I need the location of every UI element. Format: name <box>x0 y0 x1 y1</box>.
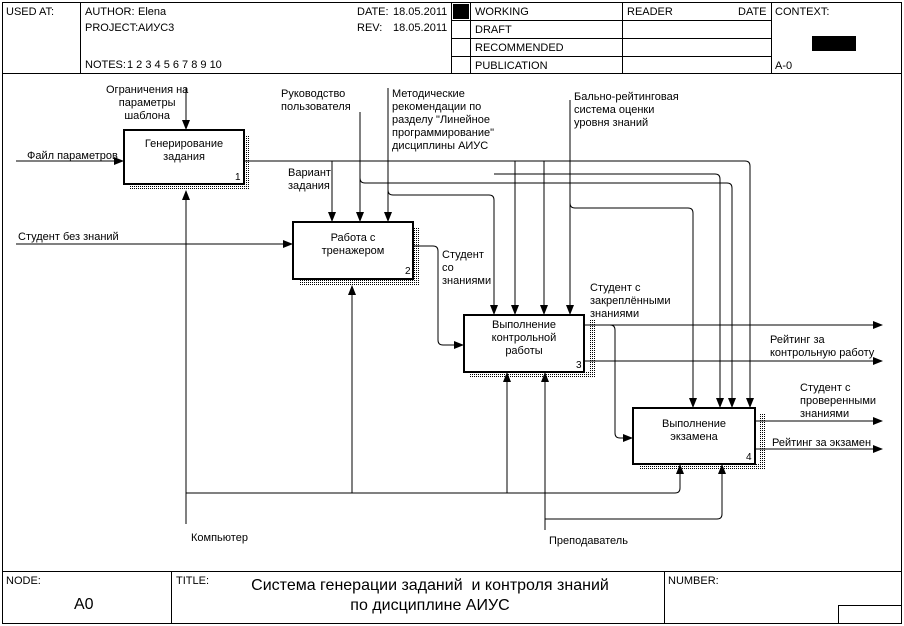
box-4-label: Выполнение экзамена <box>661 418 727 443</box>
box-2-label: Работа с тренажером <box>321 232 385 257</box>
author-value: Elena <box>138 6 167 18</box>
arrow-label-rating-test: Рейтинг за контрольную работу <box>770 334 875 359</box>
author-label: AUTHOR: <box>85 6 135 18</box>
arrow-label-user-guide: Руководство пользователя <box>281 88 351 113</box>
box-1 <box>123 129 245 185</box>
date-value: 18.05.2011 <box>393 6 448 18</box>
status-working: WORKING <box>475 6 529 18</box>
rev-value: 18.05.2011 <box>393 22 448 34</box>
notes-value: 1 2 3 4 5 6 7 8 9 10 <box>127 59 222 71</box>
arrow-label-student-no-knowledge: Студент без знаний <box>18 231 119 243</box>
status-publication: PUBLICATION <box>475 60 548 72</box>
node-value: A0 <box>74 596 94 613</box>
box-2-number: 2 <box>405 266 411 277</box>
reader-date-label: DATE <box>738 6 767 18</box>
box-3 <box>463 314 585 373</box>
status-draft: DRAFT <box>475 24 512 36</box>
working-status-marker <box>453 4 469 19</box>
box-1-number: 1 <box>235 172 241 183</box>
rev-label: REV: <box>357 22 383 34</box>
status-recommended: RECOMMENDED <box>475 42 564 54</box>
activity-boxes <box>123 129 756 465</box>
number-label: NUMBER: <box>668 575 719 587</box>
context-node: A-0 <box>775 60 793 72</box>
project-label: PROJECT: <box>85 22 139 34</box>
arrow-label-student-with-knowledge: Студент со знаниями <box>442 249 492 287</box>
box-2 <box>292 221 414 280</box>
box-4 <box>632 407 756 465</box>
box-shadows <box>130 136 765 469</box>
box-3-label: Выполнение контрольной работы <box>491 319 557 357</box>
context-marker <box>812 36 856 51</box>
arrow-label-computer: Компьютер <box>191 532 248 544</box>
arrow-label-student-checked: Студент с проверенными знаниями <box>800 382 877 420</box>
box-1-label: Генерирование задания <box>144 138 224 163</box>
box-4-number: 4 <box>746 452 752 463</box>
arrow-label-rating-exam: Рейтинг за экзамен <box>772 437 872 449</box>
diagram-title: Система генерации заданий и контроля зна… <box>251 577 609 614</box>
arrow-label-constraints: Ограничения на параметры шаблона <box>106 84 189 122</box>
arrow-label-student-fixed: Студент с закреплёнными знаниями <box>590 282 671 320</box>
box-3-number: 3 <box>576 360 582 371</box>
project-value: АИУС3 <box>138 22 175 34</box>
title-label: TITLE: <box>176 575 210 587</box>
arrow-label-teacher: Преподаватель <box>549 535 628 547</box>
date-label: DATE: <box>357 6 389 18</box>
reader-label: READER <box>627 6 673 18</box>
connectors <box>16 88 883 530</box>
arrow-label-task-variant: Вариант задания <box>288 167 331 192</box>
context-label: CONTEXT: <box>775 6 830 18</box>
arrow-label-rating-system: Бально-рейтинговая система оценки уровня… <box>574 91 679 129</box>
arrow-label-method: Методические рекомендации по разделу "Ли… <box>392 88 495 152</box>
notes-label: NOTES: <box>85 59 126 71</box>
node-label: NODE: <box>6 575 41 587</box>
used-at-label: USED AT: <box>6 6 55 18</box>
arrow-label-param-file: Файл параметров <box>27 150 118 162</box>
